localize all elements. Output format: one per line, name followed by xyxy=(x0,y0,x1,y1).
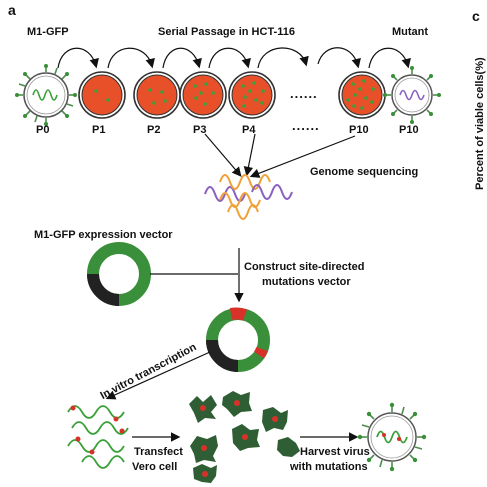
passage-label-p1: P1 xyxy=(92,124,106,136)
construct-label-line2: mutations vector xyxy=(262,276,351,288)
passage-label-p0: P0 xyxy=(36,124,50,136)
virus-icon-p0 xyxy=(15,64,77,126)
mutant-label: Mutant xyxy=(392,26,429,38)
ellipsis-top: ...... xyxy=(290,86,318,101)
plate-p2 xyxy=(133,71,181,119)
passage-label-p2: P2 xyxy=(147,124,161,136)
sequencing-arrows xyxy=(204,133,356,178)
expression-vector-ring-icon xyxy=(87,242,151,306)
harvested-virus-icon xyxy=(357,402,427,472)
panel-label-a: a xyxy=(8,2,16,18)
ellipsis-bottom: ...... xyxy=(292,118,320,133)
passage-label-p3: P3 xyxy=(193,124,207,136)
expression-vector-label: M1-GFP expression vector xyxy=(34,229,173,241)
cut-off-axis-label: Percent of viable cells(%) xyxy=(474,57,486,190)
panel-label-c: c xyxy=(472,8,480,24)
harvest-label-line1: Harvest virus xyxy=(300,446,370,458)
passage-label-p4: P4 xyxy=(242,124,256,136)
harvest-label-line2: with mutations xyxy=(290,461,368,473)
rna-transcripts-icon xyxy=(67,405,129,469)
plate-p1 xyxy=(78,71,126,119)
serial-passage-title: Serial Passage in HCT-116 xyxy=(158,26,295,38)
m1-gfp-label: M1-GFP xyxy=(27,26,69,38)
mutated-vector-ring-icon xyxy=(206,307,270,372)
plate-p10 xyxy=(338,71,386,119)
passage-label-p10-mutant: P10 xyxy=(399,124,419,136)
passage-label-p10: P10 xyxy=(349,124,369,136)
genome-sequencing-label: Genome sequencing xyxy=(310,166,419,178)
transfect-label-line2: Vero cell xyxy=(132,461,178,473)
construct-label-line1: Construct site-directed xyxy=(244,261,365,273)
plate-p4 xyxy=(228,71,276,119)
transcription-arrow xyxy=(105,351,211,400)
transfect-label-line1: Transfect xyxy=(134,446,183,458)
virus-icon-mutant xyxy=(383,66,441,124)
genome-waves-icon xyxy=(204,174,293,220)
plate-p3 xyxy=(179,71,227,119)
passage-arrows xyxy=(57,47,411,69)
vero-cells-icon xyxy=(189,391,300,483)
